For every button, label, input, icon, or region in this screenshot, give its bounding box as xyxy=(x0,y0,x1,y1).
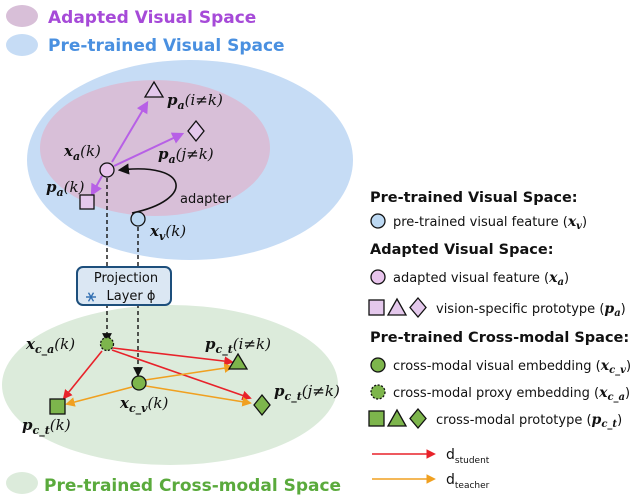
legend-pct-square xyxy=(368,410,385,427)
projection-layer-box: Projection Layer ϕ xyxy=(76,266,172,306)
pa-j-diamond xyxy=(187,119,205,143)
legend-pa-text: vision-specific prototype (pa) xyxy=(436,301,626,319)
projection-label-line2: Layer ϕ xyxy=(107,289,156,304)
pct-k-square xyxy=(49,398,66,415)
crossmodal-space-title: Pre-trained Cross-modal Space xyxy=(44,476,341,496)
legend-pa-triangle xyxy=(386,297,408,316)
legend-xa-text: adapted visual feature (xa) xyxy=(393,270,569,288)
projection-label-line1: Projection xyxy=(94,271,158,286)
adapter-arrow xyxy=(117,163,177,214)
adapted-space-swatch xyxy=(6,5,38,27)
student-arrow-xca-to-pct-i xyxy=(112,347,234,366)
arrow-xa-to-pa-k xyxy=(90,175,103,197)
arrow-xa-to-pa-j xyxy=(113,132,185,167)
legend: Pre-trained Visual Space: pre-trained vi… xyxy=(368,190,631,491)
legend-xcv-marker xyxy=(370,357,386,373)
arrow-xa-to-pa-i xyxy=(111,100,149,163)
pa-i-triangle xyxy=(143,80,165,98)
pct-i-triangle xyxy=(227,352,249,370)
pretrained-space-swatch xyxy=(6,34,38,56)
pa-k-square xyxy=(79,194,95,210)
teacher-arrow-xcv-to-pct-i xyxy=(144,363,234,381)
pa-k-label: pa(k) xyxy=(46,178,85,199)
legend-xv-marker xyxy=(370,213,386,229)
xca-point xyxy=(99,336,115,352)
legend-heading-adapted: Adapted Visual Space: xyxy=(370,242,554,258)
xa-label: xa(k) xyxy=(63,142,101,163)
teacher-arrow-xcv-to-pct-j xyxy=(145,385,252,407)
adapted-visual-space-region xyxy=(40,80,270,216)
adapted-space-title: Adapted Visual Space xyxy=(48,8,256,28)
legend-pct-diamond xyxy=(409,407,427,430)
legend-xca-marker xyxy=(370,384,386,400)
pct-k-label: pc_t(k) xyxy=(22,416,71,438)
legend-heading-crossmodal: Pre-trained Cross-modal Space: xyxy=(370,330,629,346)
legend-teacher-label: dteacher xyxy=(446,472,490,491)
legend-pa-square xyxy=(368,299,385,316)
pa-i-label: pa(i≠k) xyxy=(167,91,223,112)
pct-j-label: pc_t(j≠k) xyxy=(274,382,340,404)
legend-xcv-text: cross-modal visual embedding (xc_v) xyxy=(393,358,631,376)
xcv-label: xc_v(k) xyxy=(119,394,168,416)
crossmodal-space-swatch xyxy=(6,472,38,494)
adapter-label: adapter xyxy=(180,192,232,207)
legend-xca-text: cross-modal proxy embedding (xc_a) xyxy=(393,385,630,403)
pretrained-space-title: Pre-trained Visual Space xyxy=(48,36,285,56)
teacher-arrow-xcv-to-pct-k xyxy=(65,386,133,407)
snowflake-icon xyxy=(86,292,96,302)
legend-xa-marker xyxy=(370,269,386,285)
legend-heading-pretrained: Pre-trained Visual Space: xyxy=(370,190,578,206)
legend-student-label: dstudent xyxy=(446,447,490,466)
legend-pa-diamond xyxy=(409,296,427,319)
xca-label: xc_a(k) xyxy=(25,335,75,357)
student-arrow-xca-to-pct-k xyxy=(62,350,103,400)
xcv-point xyxy=(131,375,147,391)
xv-point xyxy=(130,211,146,227)
legend-xv-text: pre-trained visual feature (xv) xyxy=(393,214,587,232)
pct-i-label: pc_t(i≠k) xyxy=(205,335,271,357)
legend-pct-triangle xyxy=(386,408,408,427)
xv-label: xv(k) xyxy=(149,222,186,243)
crossmodal-space-region xyxy=(2,305,338,465)
pa-j-label: pa(j≠k) xyxy=(158,145,214,166)
xa-point xyxy=(99,162,115,178)
legend-pct-text: cross-modal prototype (pc_t) xyxy=(436,412,622,430)
pct-j-diamond xyxy=(253,393,271,417)
